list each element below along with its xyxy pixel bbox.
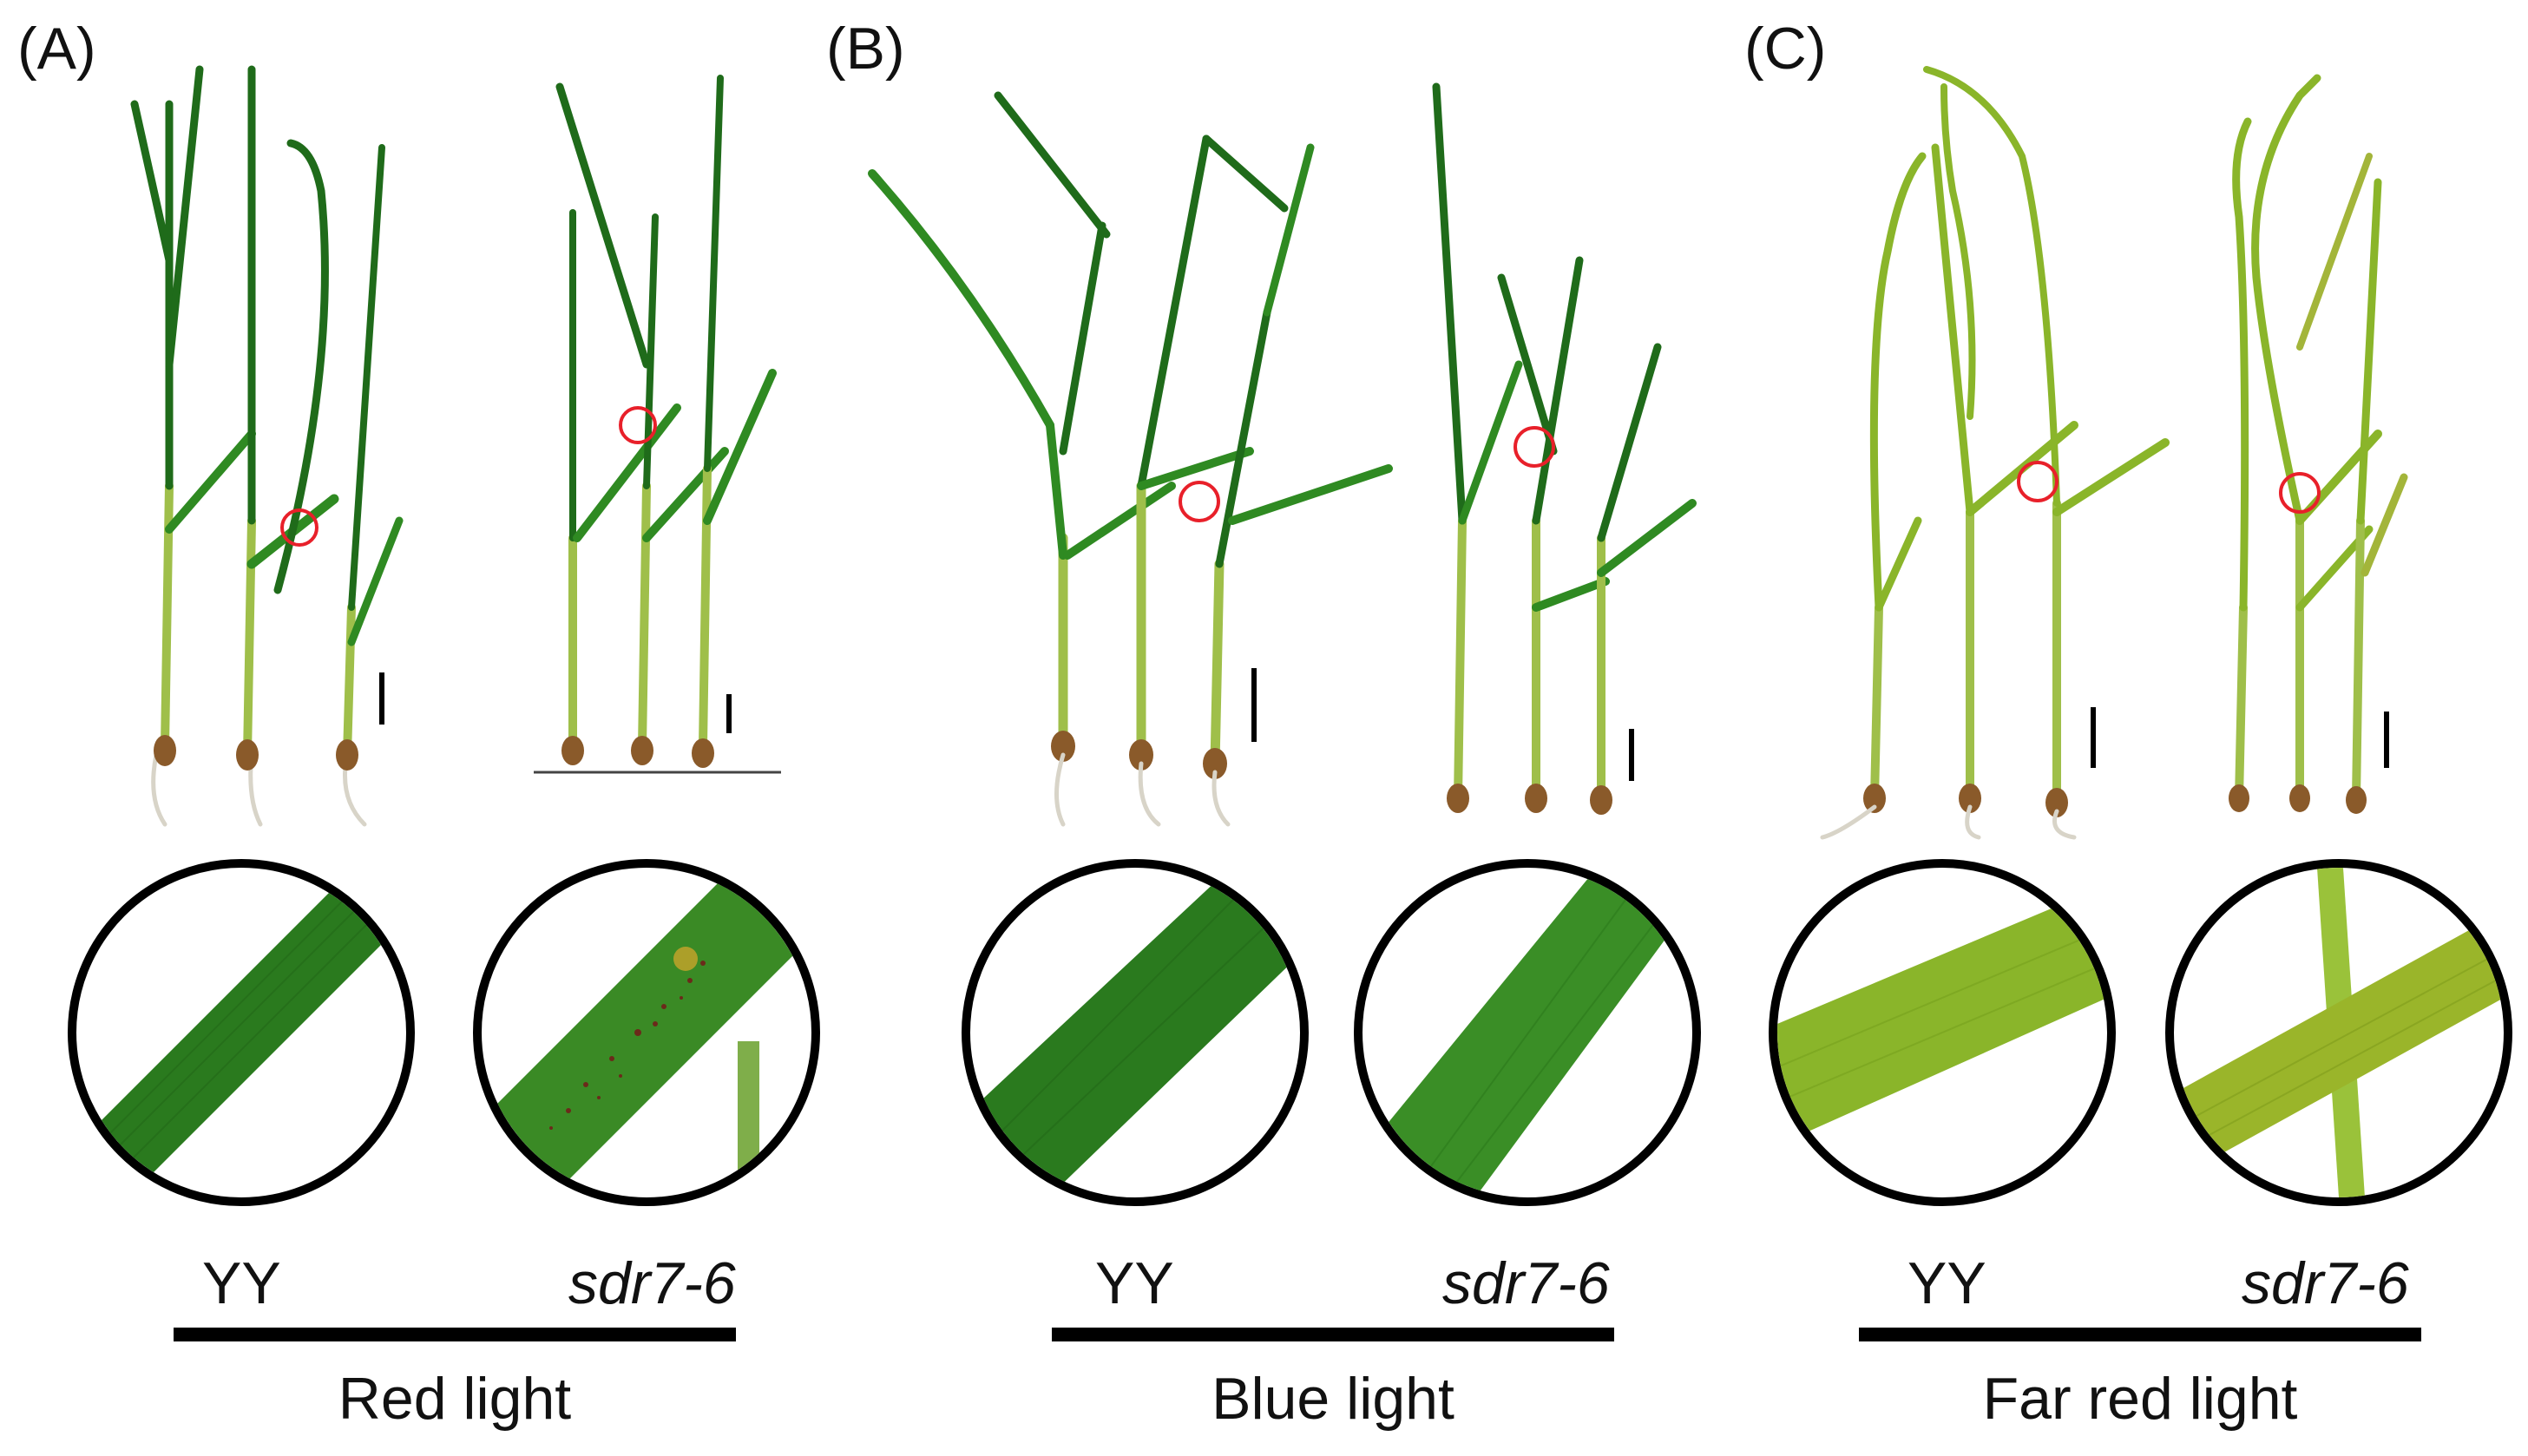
panel-label: (A) bbox=[17, 16, 96, 82]
red-circle-marker bbox=[2279, 472, 2321, 514]
zoom-circle-mutant bbox=[473, 859, 820, 1206]
wt-seedlings bbox=[1820, 66, 2170, 840]
panel-b: (B) bbox=[824, 0, 1701, 1456]
panel-label: (B) bbox=[826, 16, 905, 82]
red-circle-marker bbox=[280, 508, 318, 547]
zoom-circle-wt bbox=[68, 859, 415, 1206]
condition-label: Blue light bbox=[1211, 1366, 1454, 1432]
wt-seedlings bbox=[130, 65, 404, 827]
seedlings-photo bbox=[1820, 66, 2408, 840]
genotype-wt: YY bbox=[1907, 1250, 1986, 1316]
genotype-wt: YY bbox=[202, 1250, 281, 1316]
wt-seedlings bbox=[868, 91, 1393, 827]
genotype-wt: YY bbox=[1095, 1250, 1174, 1316]
condition-bar bbox=[1859, 1328, 2421, 1341]
red-circle-marker bbox=[1179, 481, 1220, 522]
zoom-circle-mutant bbox=[1354, 859, 1701, 1206]
mutant-seedlings bbox=[2229, 74, 2408, 814]
condition-label: Far red light bbox=[1982, 1366, 2298, 1432]
seedlings-photo bbox=[130, 65, 781, 827]
panel-label: (C) bbox=[1744, 16, 1827, 82]
mutant-seedlings bbox=[555, 75, 777, 768]
condition-bar bbox=[1052, 1328, 1614, 1341]
red-circle-marker bbox=[2017, 461, 2059, 502]
red-circle-marker bbox=[1514, 426, 1555, 468]
condition-bar bbox=[174, 1328, 736, 1341]
red-circle-marker bbox=[619, 406, 657, 444]
genotype-mutant: sdr7-6 bbox=[2242, 1250, 2409, 1316]
panel-c: (C) bbox=[1692, 0, 2528, 1456]
zoom-circle-wt bbox=[962, 859, 1309, 1206]
genotype-mutant: sdr7-6 bbox=[568, 1250, 736, 1316]
zoom-circle-wt bbox=[1769, 859, 2116, 1206]
genotype-mutant: sdr7-6 bbox=[1442, 1250, 1610, 1316]
seedlings-photo bbox=[868, 82, 1697, 827]
mutant-seedlings bbox=[1432, 82, 1697, 815]
panel-a: (A) bbox=[0, 0, 842, 1456]
condition-label: Red light bbox=[338, 1366, 572, 1432]
zoom-circle-mutant bbox=[2165, 859, 2512, 1206]
